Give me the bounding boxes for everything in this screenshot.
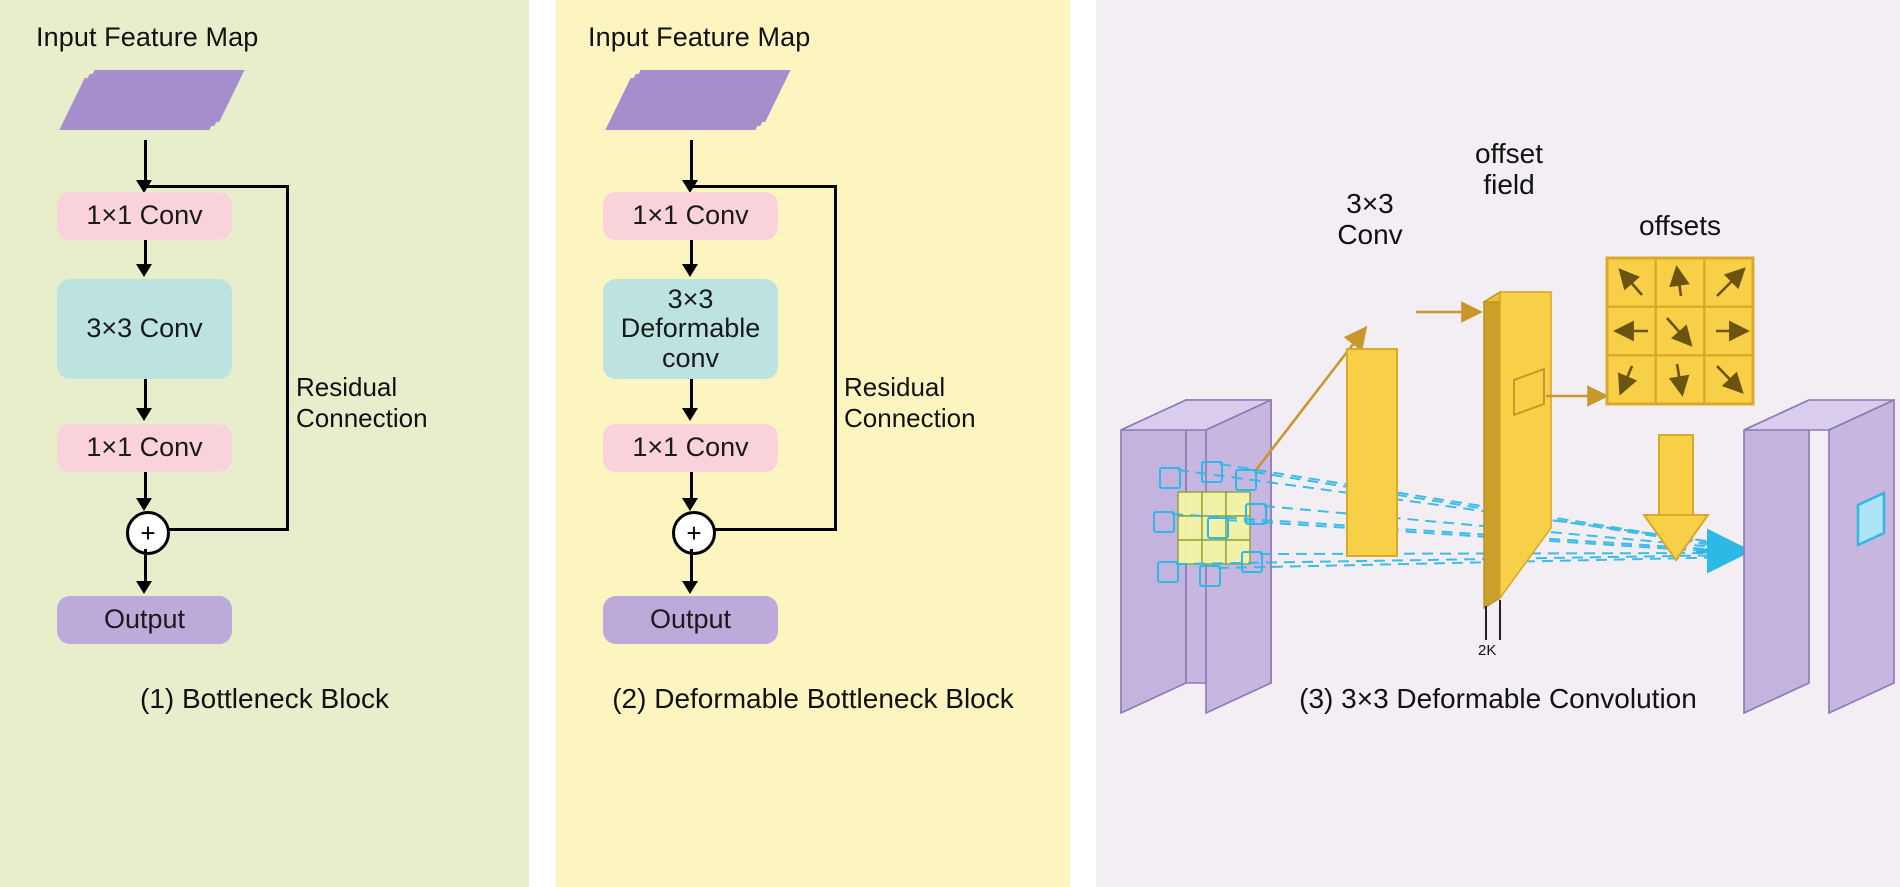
panel2-arrowhead-5 [682,581,698,594]
panel2-arrowhead-3 [682,408,698,421]
panel3-graphics [1120,256,1895,715]
panel3-caption: (3) 3×3 Deformable Convolution [1299,683,1697,714]
panel3-deformed-sampling-grid [1153,461,1267,587]
panel1-arrow-fmap-conv [144,140,147,186]
panel1-arrowhead-2 [136,264,152,277]
panel3-channel-ticks [1485,600,1501,640]
panel2-residual-line2: Connection [844,402,976,433]
panel2-block-conv1x1-b[interactable]: 1×1 Conv [603,424,778,472]
panel3-conv-line2: Conv [1337,219,1403,251]
panel2-arrow-fmap-conv [690,140,693,186]
panel1-residual-side [286,185,289,530]
panel1-residual-top [144,185,289,188]
panel2-input-feature-map [605,70,791,138]
panel3-offset-arrows [1613,265,1750,397]
panel2-residual-top [690,185,837,188]
panel2-sum-symbol: + [686,518,702,548]
panel2-block-conv1x1-a[interactable]: 1×1 Conv [603,192,778,240]
panel-deformable-bottleneck-block: Input Feature Map 1×1 Conv 3×3 Deformabl… [556,0,1070,887]
panel2-residual-side [834,185,837,530]
panel1-block-label: 1×1 Conv [86,432,203,463]
panel1-sum-node[interactable]: + [126,511,170,555]
panel1-residual-bottom [163,528,289,531]
panel2-block-label: 1×1 Conv [632,432,749,463]
panel1-arrow-5 [144,549,147,587]
panel1-arrowhead-3 [136,408,152,421]
panel1-residual-line2: Connection [296,402,428,433]
panel1-arrow-2 [144,240,147,270]
panel1-arrow-4 [144,472,147,504]
panel2-arrowhead-2 [682,264,698,277]
panel2-residual-bottom [709,528,837,531]
panel3-offsets-grid [1605,256,1755,406]
panel3-offset-field-line2: field [1483,169,1535,201]
panel1-block-label: Output [103,604,186,635]
panel3-offsets-label: offsets [1639,210,1721,241]
panel3-output-cell [1856,491,1886,547]
panel3-channel-label: 2K [1478,642,1497,659]
panel2-arrowhead-4 [682,498,698,511]
panel1-arrowhead-5 [136,581,152,594]
panel2-arrow-3 [690,379,693,413]
panel3-conv-bar[interactable] [1346,348,1398,557]
panel-deformable-convolution: 3×3 Conv offset field offsets 2K (3) 3×3… [1096,0,1900,887]
panel1-block-conv1x1-a[interactable]: 1×1 Conv [57,192,232,240]
panel1-block-output[interactable]: Output [57,596,232,644]
panel2-arrow-5 [690,549,693,587]
panel3-downward-arrow [1642,434,1710,562]
panel2-block-output[interactable]: Output [603,596,778,644]
panel2-sum-node[interactable]: + [672,511,716,555]
panel2-residual-label: Residual Connection [844,372,976,433]
panel2-input-label: Input Feature Map [588,22,811,52]
panel2-deform-line2: Deformable [620,313,761,344]
panel3-offset-field-plate [1481,290,1554,610]
panel3-sampling-rays [1171,463,1737,569]
panel3-conv-line1: 3×3 [1346,188,1394,219]
panel3-offset-field-label: offset field [1434,138,1584,201]
panel1-block-label: 3×3 Conv [86,313,203,344]
panel3-output-feature-map [1743,398,1895,715]
panel3-offset-field-line1: offset [1475,138,1543,169]
panel2-block-label: 1×1 Conv [632,200,749,231]
panel-bottleneck-block: Input Feature Map 1×1 Conv 3×3 Conv 1×1 … [0,0,529,887]
panel2-caption: (2) Deformable Bottleneck Block [612,683,1014,714]
panel1-block-conv1x1-b[interactable]: 1×1 Conv [57,424,232,472]
panel1-arrowhead-4 [136,498,152,511]
panel1-block-conv3x3[interactable]: 3×3 Conv [57,279,232,379]
panel2-deform-line1: 3×3 [667,284,714,315]
panel1-block-label: 1×1 Conv [86,200,203,231]
panel1-residual-label: Residual Connection [296,372,428,433]
panel1-caption: (1) Bottleneck Block [140,683,389,714]
panel2-arrow-2 [690,240,693,270]
panel3-regular-sampling-grid [1177,491,1251,565]
panel2-block-deformable-conv[interactable]: 3×3 Deformable conv [603,279,778,379]
panel1-arrow-3 [144,379,147,413]
panel2-arrow-4 [690,472,693,504]
panel2-deform-line3: conv [661,342,720,373]
panel2-block-label: Output [649,604,732,635]
panel1-input-feature-map [59,70,245,138]
panel1-input-label: Input Feature Map [36,22,259,52]
panel3-offset-field-cell [1513,367,1545,417]
panel3-conv-label: 3×3 Conv [1314,188,1426,251]
panel2-residual-line1: Residual [844,372,946,402]
panel1-sum-symbol: + [140,518,156,548]
panel1-residual-line1: Residual [296,372,398,402]
